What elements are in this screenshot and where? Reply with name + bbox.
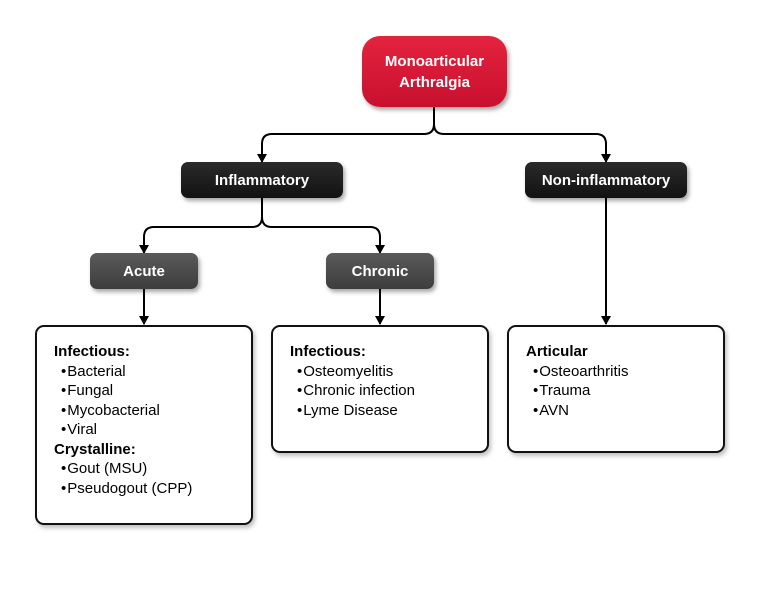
acute-label: Acute bbox=[123, 262, 165, 280]
connector-root-to-non-inflammatory bbox=[433, 106, 611, 163]
list-item: Viral bbox=[54, 420, 251, 440]
acute-crystalline-heading: Crystalline: bbox=[54, 440, 136, 458]
list-item: Chronic infection bbox=[290, 381, 487, 401]
list-item: Bacterial bbox=[54, 362, 251, 382]
articular-causes-box: Articular Osteoarthritis Trauma AVN bbox=[507, 325, 725, 453]
list-item: Trauma bbox=[526, 381, 723, 401]
chronic-causes-box: Infectious: Osteomyelitis Chronic infect… bbox=[271, 325, 489, 453]
root-node: Monoarticular Arthralgia bbox=[362, 36, 507, 107]
inflammatory-node: Inflammatory bbox=[181, 162, 343, 198]
list-item: Gout (MSU) bbox=[54, 459, 251, 479]
acute-node: Acute bbox=[90, 253, 198, 289]
list-item: Pseudogout (CPP) bbox=[54, 479, 251, 499]
list-item: Osteoarthritis bbox=[526, 362, 723, 382]
inflammatory-label: Inflammatory bbox=[214, 171, 310, 189]
chronic-infectious-heading: Infectious: bbox=[290, 343, 366, 360]
chronic-node: Chronic bbox=[326, 253, 434, 289]
list-item: Mycobacterial bbox=[54, 401, 251, 421]
non-inflammatory-label: Non-inflammatory bbox=[541, 171, 671, 189]
articular-heading: Articular bbox=[526, 343, 588, 360]
connector-inflammatory-to-acute bbox=[139, 198, 263, 254]
chronic-label: Chronic bbox=[351, 262, 409, 280]
list-item: Osteomyelitis bbox=[290, 362, 487, 382]
non-inflammatory-node: Non-inflammatory bbox=[525, 162, 687, 198]
connector-inflammatory-to-chronic bbox=[261, 198, 385, 254]
root-label: Monoarticular Arthralgia bbox=[384, 52, 485, 91]
list-item: AVN bbox=[526, 401, 723, 421]
acute-infectious-heading: Infectious: bbox=[54, 343, 130, 360]
list-item: Fungal bbox=[54, 381, 251, 401]
list-item: Lyme Disease bbox=[290, 401, 487, 421]
acute-causes-box: Infectious: Bacterial Fungal Mycobacteri… bbox=[35, 325, 253, 525]
connector-root-to-inflammatory bbox=[257, 106, 435, 163]
